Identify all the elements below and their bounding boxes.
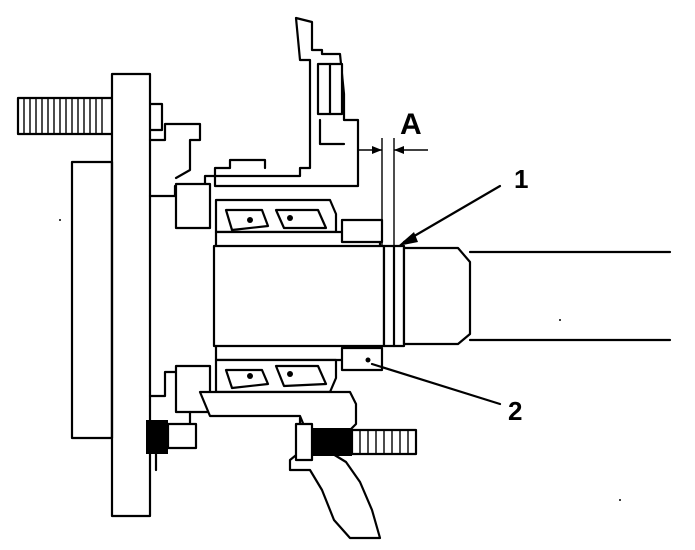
callout-2-label: 2: [508, 396, 522, 426]
hub-flange: [70, 72, 152, 518]
dimension-a: A: [358, 108, 428, 246]
bearing-upper: [214, 198, 382, 250]
wheel-stud-bottom: [146, 420, 198, 472]
scan-speck: [559, 319, 561, 321]
callout-1: 1: [398, 164, 528, 246]
steering-knuckle-lower: [198, 390, 382, 540]
dimension-a-label: A: [400, 108, 422, 141]
bearing-lower: [214, 342, 382, 394]
steering-knuckle-upper: [213, 16, 360, 188]
hub-body-upper: [148, 122, 267, 230]
callout-1-label: 1: [514, 164, 528, 194]
callout-2: 2: [370, 362, 522, 426]
scan-speck: [619, 499, 621, 501]
spacer-upper: [340, 218, 384, 244]
knuckle-bolt: [294, 422, 418, 462]
spacer-lower: [340, 346, 384, 372]
axle-shaft: [212, 244, 672, 348]
scan-speck: [59, 219, 61, 221]
